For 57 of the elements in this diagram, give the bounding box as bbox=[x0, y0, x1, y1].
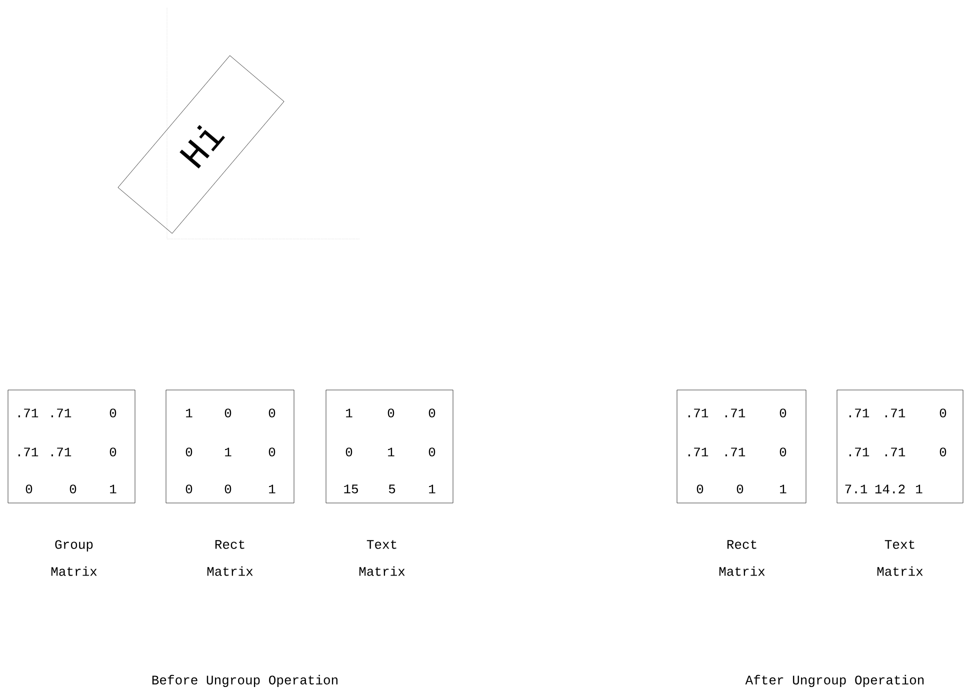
matrix-cell: 0 bbox=[940, 448, 946, 456]
matrix-cell: 0 bbox=[186, 484, 192, 494]
matrix-cell: .71 bbox=[885, 448, 906, 456]
matrix-cell: 14.2 bbox=[875, 484, 905, 494]
matrix-cell: 0 bbox=[224, 408, 232, 418]
matrix-cell: 0 bbox=[26, 484, 32, 494]
matrix-cell: .71 bbox=[688, 408, 708, 418]
matrix-cell: 1 bbox=[186, 408, 192, 418]
matrix-cell: 0 bbox=[696, 484, 704, 494]
matrix-box bbox=[8, 390, 136, 504]
matrix-caption: Rect Matrix bbox=[719, 540, 765, 576]
matrix-cell: 1 bbox=[388, 448, 394, 456]
matrix-box bbox=[326, 390, 454, 504]
matrix-cell: 0 bbox=[186, 448, 192, 456]
section-label: After Ungroup Operation bbox=[745, 674, 924, 688]
matrix-cell: 0 bbox=[940, 408, 946, 418]
matrix-cell: 0 bbox=[110, 448, 116, 456]
matrix-cell: 1 bbox=[780, 484, 786, 494]
matrix-cell: 0 bbox=[428, 448, 436, 456]
matrix-cell: 0 bbox=[388, 408, 394, 418]
matrix-cell: 0 bbox=[70, 484, 76, 494]
matrix-cell: 7.1 bbox=[845, 484, 868, 494]
matrix-cell: .71 bbox=[885, 408, 906, 418]
matrix-cell: 0 bbox=[780, 408, 786, 418]
matrix-cell: 0 bbox=[110, 408, 116, 418]
matrix-box bbox=[676, 390, 806, 504]
matrix-cell: .71 bbox=[18, 448, 38, 456]
matrix-box bbox=[166, 390, 294, 504]
matrix-cell: .71 bbox=[725, 448, 746, 456]
matrix-cell: 1 bbox=[429, 484, 436, 494]
matrix-cell: 0 bbox=[346, 448, 352, 456]
matrix-cell: 15 bbox=[344, 484, 358, 494]
matrix-cell: .71 bbox=[849, 408, 870, 418]
matrix-cell: .71 bbox=[688, 448, 708, 456]
matrix-cell: 1 bbox=[346, 408, 352, 418]
matrix-cell: 1 bbox=[110, 484, 116, 494]
matrix-cell: 1 bbox=[916, 484, 922, 494]
matrix-cell: 5 bbox=[388, 484, 396, 494]
matrix-cell: 1 bbox=[269, 484, 276, 494]
matrix-cell: .71 bbox=[849, 448, 870, 456]
section-label: Before Ungroup Operation bbox=[152, 674, 338, 688]
matrix-cell: 0 bbox=[224, 484, 232, 494]
matrix-caption: Text Matrix bbox=[359, 540, 405, 576]
matrix-caption: Rect Matrix bbox=[207, 540, 253, 576]
matrix-cell: 0 bbox=[736, 484, 744, 494]
matrix-cell: 0 bbox=[268, 448, 276, 456]
matrix-cell: 1 bbox=[225, 448, 232, 456]
matrix-cell: 0 bbox=[428, 408, 436, 418]
matrix-cell: .71 bbox=[51, 408, 72, 418]
matrix-cell: .71 bbox=[18, 408, 38, 418]
matrix-caption: Text Matrix bbox=[877, 540, 923, 576]
matrix-cell: 0 bbox=[780, 448, 786, 456]
matrix-cell: .71 bbox=[725, 408, 746, 418]
matrix-box bbox=[836, 390, 964, 504]
matrix-cell: .71 bbox=[51, 448, 72, 456]
matrix-caption: Group Matrix bbox=[51, 540, 97, 576]
matrix-cell: 0 bbox=[268, 408, 276, 418]
